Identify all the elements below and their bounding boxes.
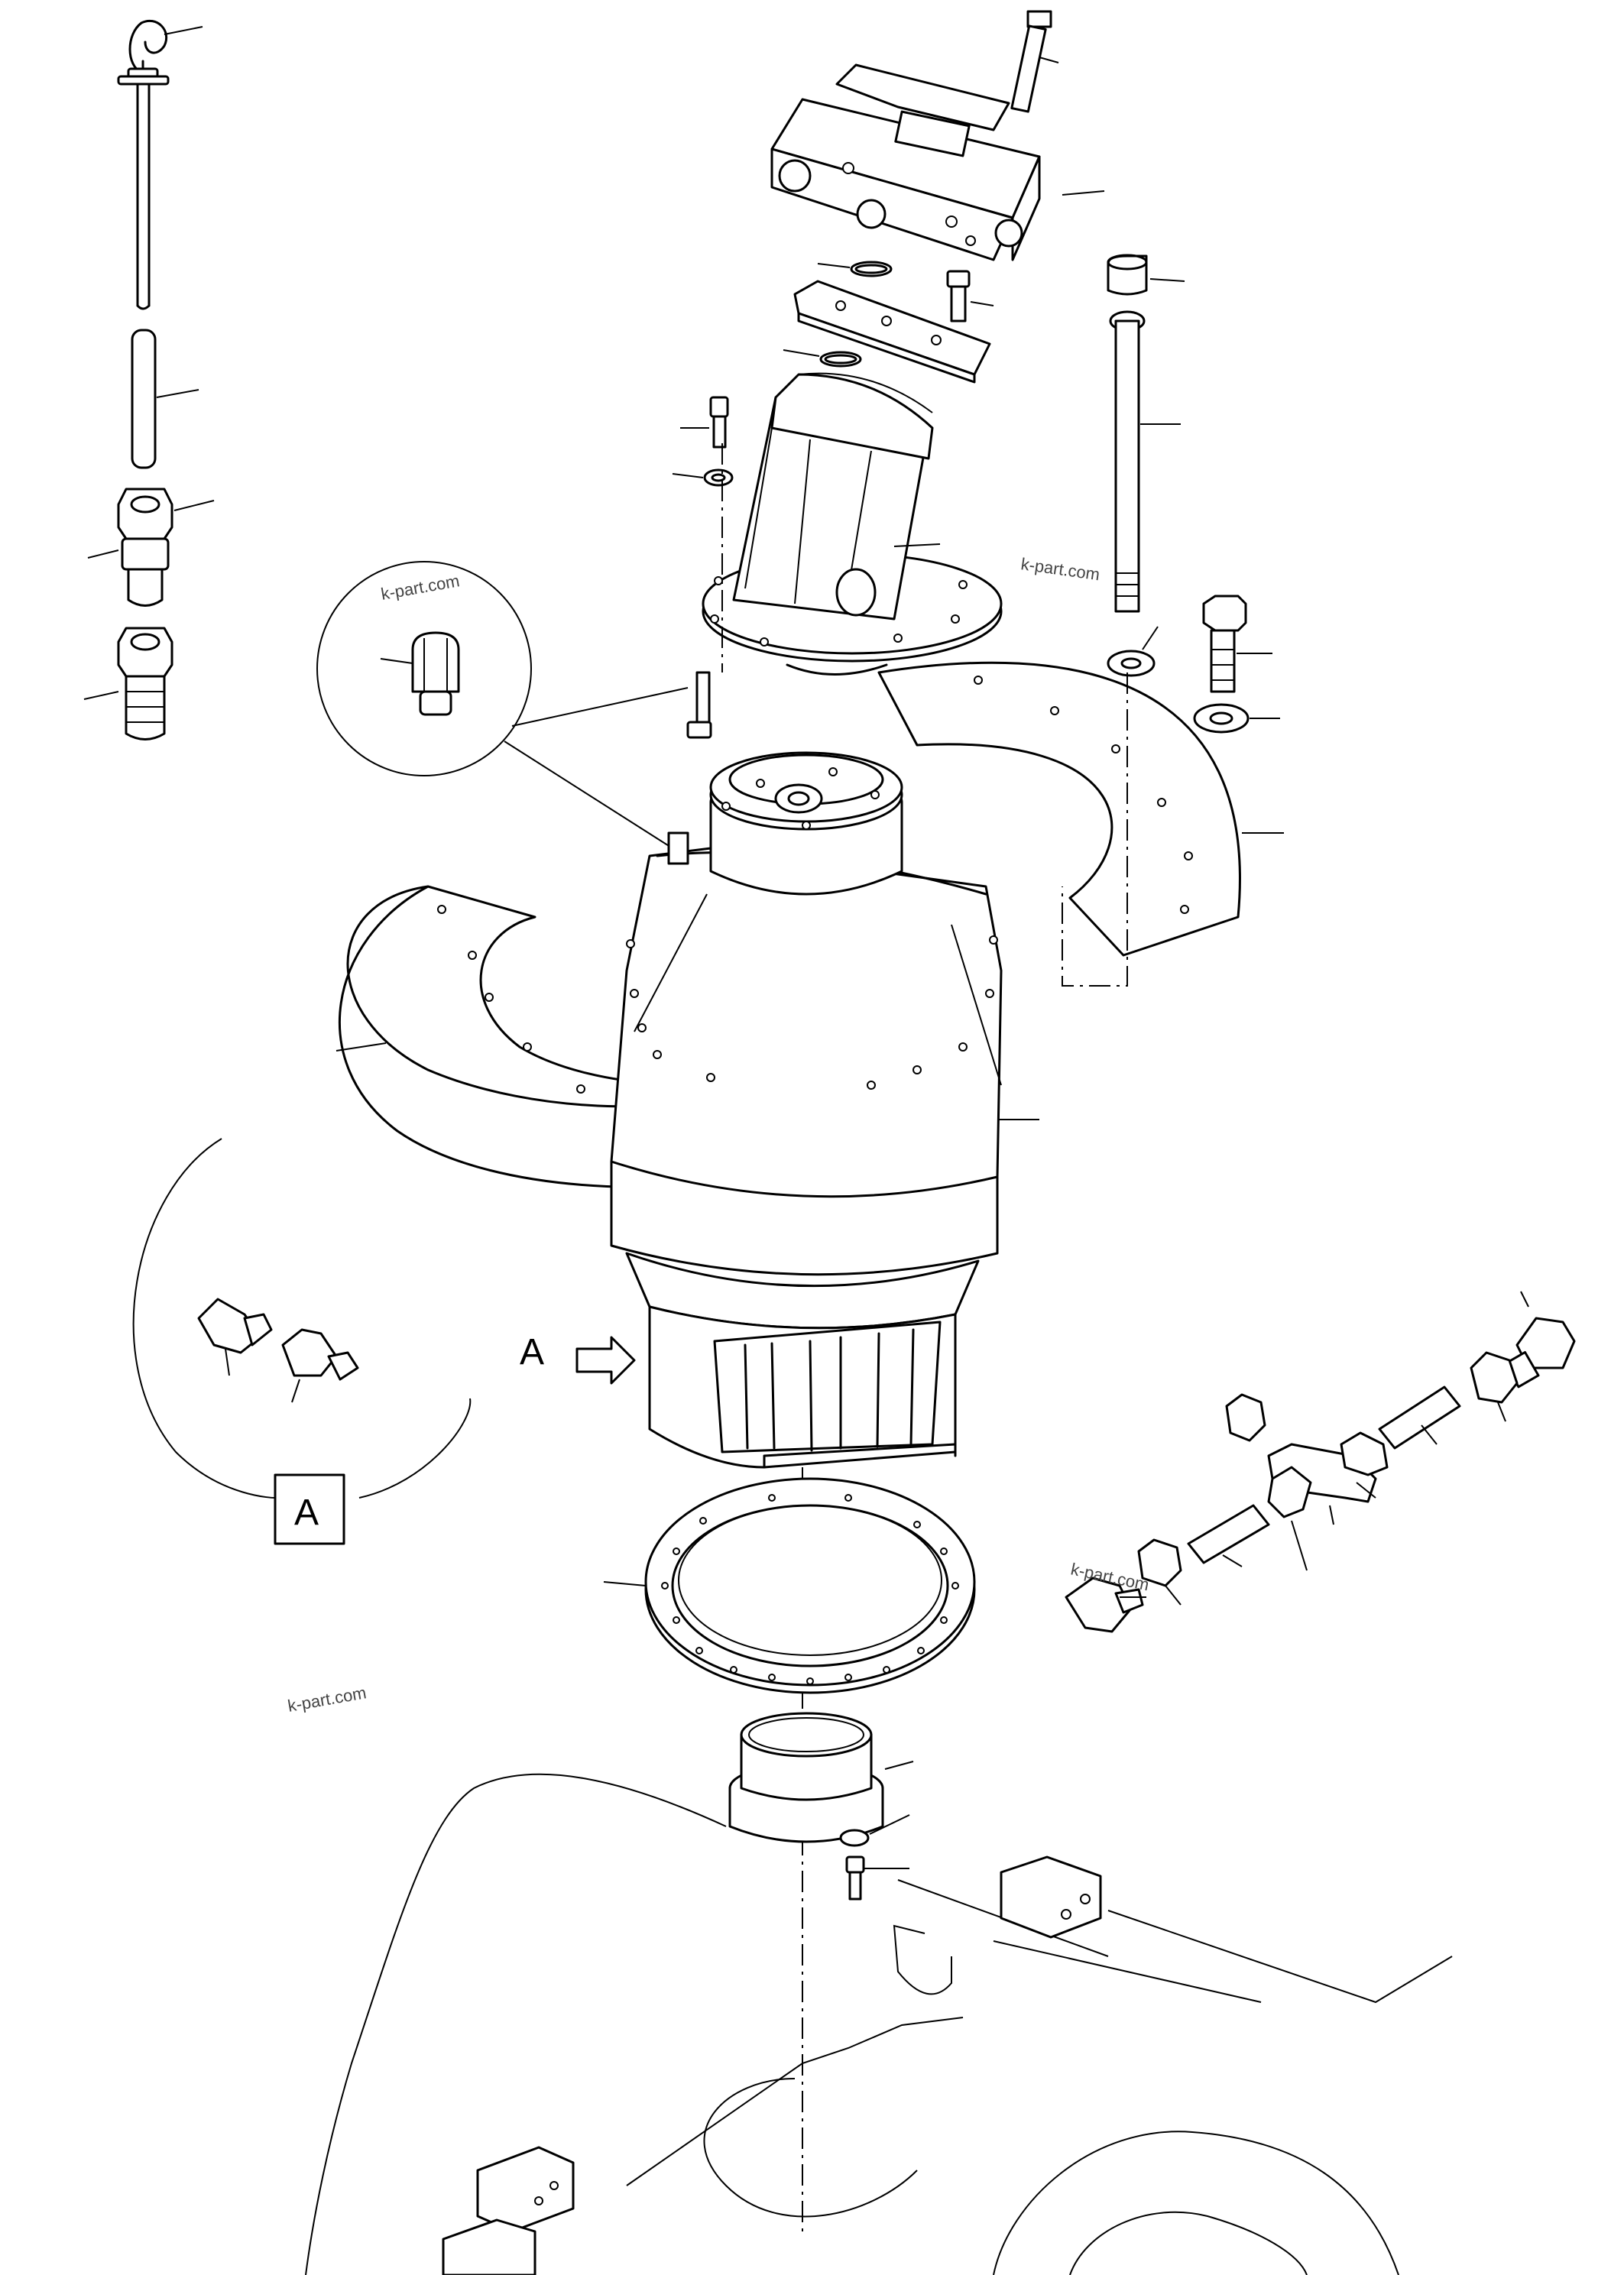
screw-bottom bbox=[845, 1855, 909, 1901]
fitting-lower bbox=[83, 627, 173, 741]
o-ring-lower bbox=[783, 349, 862, 368]
hydraulic-motor bbox=[702, 372, 1003, 676]
dipstick-assembly bbox=[117, 19, 203, 310]
view-arrow-a: A bbox=[520, 1332, 636, 1385]
drive-housing bbox=[610, 751, 1039, 1469]
grease-nipple bbox=[686, 671, 712, 739]
cap bbox=[1107, 254, 1185, 296]
washer-right bbox=[1193, 703, 1280, 734]
valve-block bbox=[770, 63, 1105, 261]
gasket-plate bbox=[793, 280, 991, 384]
bolt-right bbox=[1202, 595, 1272, 693]
detail-label-text: A bbox=[294, 1492, 319, 1533]
tie-rod bbox=[1109, 310, 1181, 613]
watermark-1: k-part.com bbox=[380, 571, 462, 604]
tee-fitting-group bbox=[1065, 1291, 1576, 1633]
frame-outline bbox=[305, 1773, 1453, 2275]
watermark-2: k-part.com bbox=[1019, 554, 1100, 584]
watermark-3: k-part.com bbox=[287, 1683, 368, 1716]
washer-rod bbox=[1107, 626, 1159, 677]
detail-circle-plug bbox=[316, 561, 689, 849]
o-ring-upper bbox=[817, 261, 893, 277]
ring-gear bbox=[603, 1477, 976, 1694]
detail-view-a: A bbox=[132, 1138, 472, 1545]
bolt-motor bbox=[680, 396, 729, 449]
bearing-sleeve bbox=[728, 1712, 914, 1843]
fitting-upper bbox=[87, 488, 215, 607]
detail-label-box bbox=[274, 1473, 345, 1545]
shim-right bbox=[877, 661, 1284, 957]
bolt-top bbox=[1010, 10, 1059, 113]
view-arrow-label: A bbox=[520, 1332, 544, 1372]
washer-motor bbox=[672, 468, 734, 487]
tube-pipe bbox=[131, 329, 199, 469]
washer-bottom bbox=[839, 1814, 910, 1847]
axis-rod bbox=[1062, 672, 1128, 987]
small-screw bbox=[946, 270, 994, 322]
